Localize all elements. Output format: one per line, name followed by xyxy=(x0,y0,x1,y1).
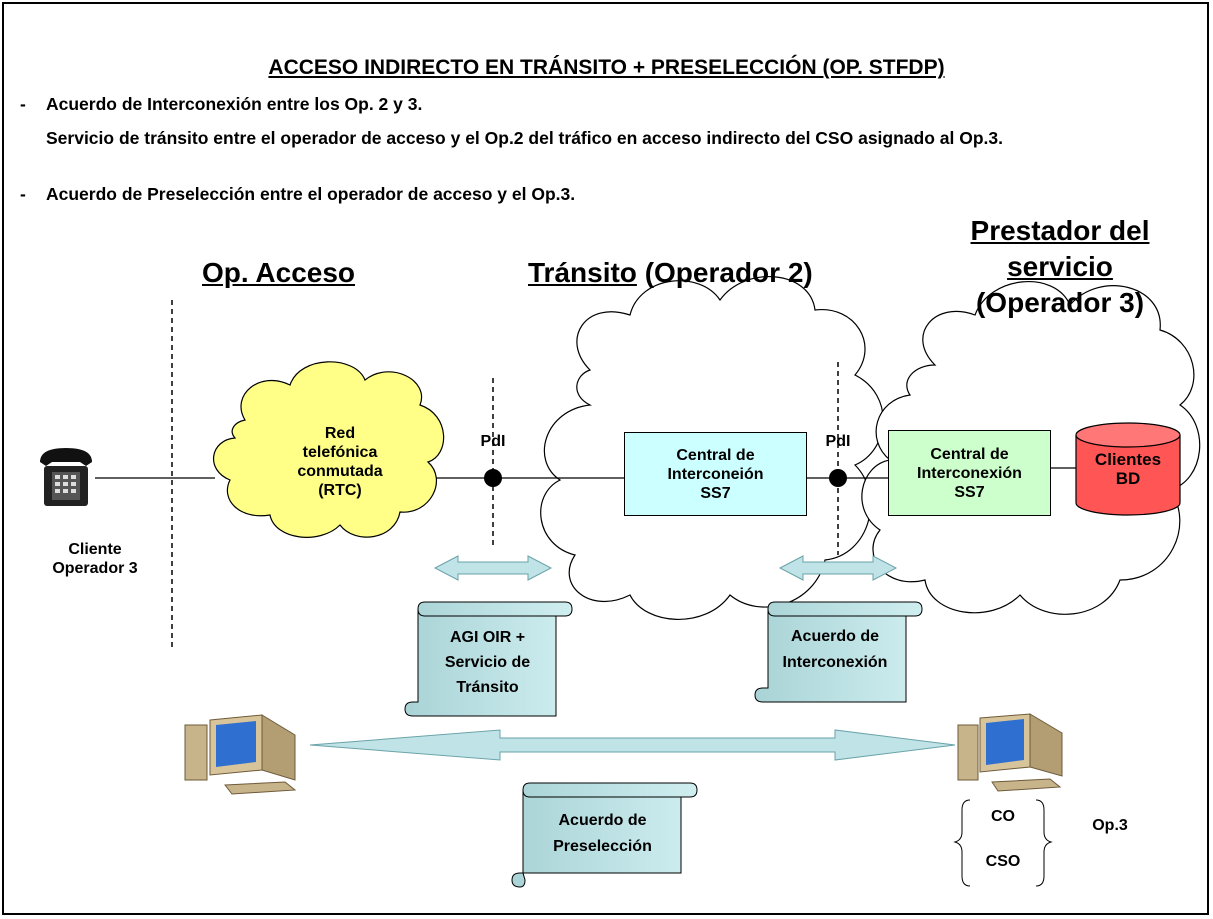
page-title: ACCESO INDIRECTO EN TRÁNSITO + PRESELECC… xyxy=(268,56,945,79)
central-op2-line2: Interconeión xyxy=(667,465,764,483)
rtc-label-line4: (RTC) xyxy=(318,482,362,499)
rtc-label-line2: telefónica xyxy=(302,444,378,461)
heading-transito-underlined: Tránsito xyxy=(528,257,637,288)
cliente-label-line2: Operador 3 xyxy=(52,560,138,577)
clientes-bd-line2: BD xyxy=(1115,469,1141,488)
scroll-preseleccion-line2: Preselección xyxy=(553,838,652,855)
pdi-2-label: PdI xyxy=(825,433,851,450)
clientes-bd-line1: Clientes xyxy=(1094,450,1162,469)
scroll-preseleccion xyxy=(511,782,698,888)
op3-label: Op.3 xyxy=(1092,817,1128,834)
scroll-interconexion xyxy=(754,601,923,703)
bullet-2-text: Servicio de tránsito entre el operador d… xyxy=(46,128,1003,148)
pdi-2-dot xyxy=(829,469,847,487)
heading-transito-suffix: (Operador 2) xyxy=(636,257,813,288)
scroll-agi-line1: AGI OIR + xyxy=(449,629,526,646)
central-op2-line3: SS7 xyxy=(700,484,731,502)
bullet-2: -Servicio de tránsito entre el operador … xyxy=(20,128,1198,149)
central-op3-line2: Interconexión xyxy=(917,464,1022,482)
central-interconexion-op2: Central de Interconeión SS7 xyxy=(624,432,807,516)
scroll-agi-line2: Servicio de xyxy=(444,654,531,671)
bullet-3: -Acuerdo de Preselección entre el operad… xyxy=(20,184,576,204)
telephone-icon xyxy=(40,448,92,506)
cloud-rtc xyxy=(213,361,445,538)
right-brace xyxy=(1035,799,1053,887)
cliente-label-line1: Cliente xyxy=(68,541,122,558)
pdi-1-label: PdI xyxy=(480,433,506,450)
heading-prestador-line3: (Operador 3) xyxy=(975,287,1145,318)
double-arrow-pdi-1 xyxy=(433,555,553,581)
rtc-label-line1: Red xyxy=(324,425,356,442)
scroll-interconexion-line1: Acuerdo de xyxy=(790,628,879,645)
computer-icon-right xyxy=(957,713,1063,792)
heading-prestador-line2: servicio xyxy=(1007,251,1113,282)
rtc-label: Red telefónica conmutada (RTC) xyxy=(290,424,390,500)
computer-icon-left xyxy=(184,714,297,795)
code-co: CO xyxy=(991,808,1015,825)
bullet-1: -Acuerdo de Interconexión entre los Op. … xyxy=(20,94,423,114)
bullet-1-text: Acuerdo de Interconexión entre los Op. 2… xyxy=(46,94,423,114)
central-op3-line1: Central de xyxy=(930,445,1009,463)
scroll-preseleccion-text: Acuerdo de Preselección xyxy=(525,808,680,860)
scroll-preseleccion-line1: Acuerdo de xyxy=(558,812,647,829)
heading-prestador-line1: Prestador del xyxy=(970,215,1150,246)
cliente-label: Cliente Operador 3 xyxy=(40,540,150,578)
scroll-interconexion-text: Acuerdo de Interconexión xyxy=(765,624,905,676)
scroll-agi-line3: Tránsito xyxy=(456,679,519,696)
rtc-label-line3: conmutada xyxy=(297,463,383,480)
database-icon xyxy=(1075,422,1181,516)
heading-prestador: Prestador del servicio (Operador 3) xyxy=(940,213,1180,321)
central-interconexion-op3: Central de Interconexión SS7 xyxy=(888,430,1051,516)
double-arrow-pdi-2 xyxy=(778,555,898,581)
scroll-agi xyxy=(404,601,573,717)
central-op2-line1: Central de xyxy=(676,446,755,464)
pdi-1-dot xyxy=(484,469,502,487)
left-brace xyxy=(953,799,971,887)
scroll-interconexion-line2: Interconexión xyxy=(782,654,888,671)
heading-op-acceso: Op. Acceso xyxy=(202,257,356,288)
central-op3-line3: SS7 xyxy=(954,483,985,501)
heading-transito: Tránsito (Operador 2) xyxy=(528,257,813,289)
scroll-agi-text: AGI OIR + Servicio de Tránsito xyxy=(420,625,555,700)
double-arrow-preseleccion xyxy=(309,729,956,761)
clientes-bd-label: Clientes BD xyxy=(1086,450,1170,488)
bullet-3-text: Acuerdo de Preselección entre el operado… xyxy=(46,184,576,204)
code-cso: CSO xyxy=(985,853,1021,870)
